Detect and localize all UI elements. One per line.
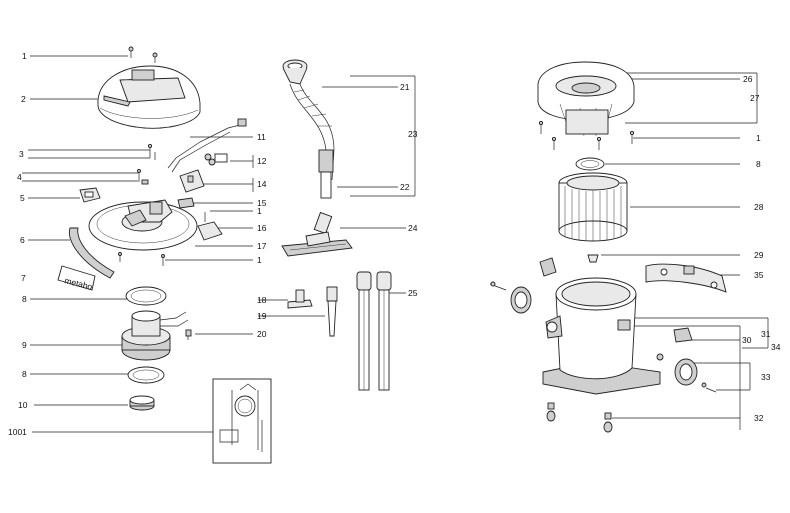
seal-ring-part-8-right	[575, 157, 605, 171]
callout-25: 25	[408, 288, 418, 298]
callout-22: 22	[400, 182, 410, 192]
screw-part-3	[147, 143, 156, 160]
switch-housing-part-14	[179, 169, 205, 193]
callout-1001: 1001	[8, 427, 27, 437]
holder-part-16	[197, 212, 223, 241]
callout-8: 8	[22, 294, 27, 304]
callout-6: 6	[20, 235, 25, 245]
bracket-part-5	[79, 187, 101, 203]
callout-35: 35	[754, 270, 764, 280]
callout-20: 20	[257, 329, 267, 339]
callout-lines-right	[601, 72, 769, 430]
latch-part-35-clip	[539, 257, 557, 277]
callout-14: 14	[257, 179, 267, 189]
wheel-part-33	[674, 358, 717, 393]
plate-part-15	[177, 197, 195, 209]
crevice-tool-part-19	[326, 286, 338, 337]
filter-pad-part-10	[129, 395, 155, 411]
motor-part-9	[121, 310, 189, 361]
nozzle-part-18	[287, 289, 313, 309]
suction-hose-part-21	[282, 59, 335, 181]
callout-1-low: 1	[257, 255, 262, 265]
callout-lines-left	[22, 55, 254, 433]
container-tank-part-31	[542, 277, 664, 395]
latch-part-30	[673, 327, 693, 343]
extension-tubes-part-25	[356, 271, 392, 391]
callout-lines-middle	[258, 75, 416, 317]
gasket-ring-part-8	[125, 286, 167, 306]
callout-8-lower: 8	[22, 369, 27, 379]
callout-1-mid: 1	[257, 206, 262, 216]
float-valve-part-29	[587, 254, 599, 263]
container-head-part-26	[537, 61, 635, 137]
callout-18: 18	[257, 295, 267, 305]
callout-19: 19	[257, 311, 267, 321]
wiring-diagram-part-1001	[212, 378, 272, 464]
callout-16: 16	[257, 223, 267, 233]
callout-3: 3	[19, 149, 24, 159]
callout-29: 29	[754, 250, 764, 260]
callout-17: 17	[257, 241, 267, 251]
callout-32: 32	[754, 413, 764, 423]
callout-7: 7	[21, 273, 26, 283]
filter-cartridge-part-28	[558, 172, 628, 242]
callout-27: 27	[750, 93, 760, 103]
floor-nozzle-part-24	[281, 211, 353, 257]
callout-28: 28	[754, 202, 764, 212]
label-plate-part-7: metabo	[57, 265, 96, 292]
cable-part-11	[167, 118, 247, 173]
switch-part-12	[204, 153, 228, 166]
caster-part-32	[546, 402, 613, 433]
screw-part-1	[128, 46, 158, 63]
callout-8-right: 8	[756, 159, 761, 169]
callout-34: 34	[771, 342, 781, 352]
motor-plate-part-17	[88, 199, 198, 251]
callout-31: 31	[761, 329, 771, 339]
clamp-ring-part-35	[645, 263, 727, 293]
gasket-ring-part-8-lower	[127, 366, 165, 384]
screw-part-1-head	[538, 120, 635, 150]
hose-cuff-part-22	[318, 149, 334, 199]
callout-21: 21	[400, 82, 410, 92]
clip-part-4	[137, 169, 149, 185]
callout-15: 15	[257, 198, 267, 208]
callout-9: 9	[22, 340, 27, 350]
callout-24: 24	[408, 223, 418, 233]
callout-30: 30	[742, 335, 752, 345]
callout-4: 4	[17, 172, 22, 182]
brush-part-20	[185, 329, 192, 340]
callout-33: 33	[761, 372, 771, 382]
callout-11: 11	[257, 132, 266, 142]
callout-2: 2	[21, 94, 26, 104]
callout-10: 10	[18, 400, 28, 410]
callout-23: 23	[408, 129, 418, 139]
callout-labels: 1 2 3 4 5 6 7 8 9 8 10 1001 11 12 14 15 …	[8, 51, 781, 437]
seal-ring-part-6	[68, 227, 115, 279]
wheel-left	[489, 281, 532, 314]
callout-12: 12	[257, 156, 267, 166]
callout-5: 5	[20, 193, 25, 203]
callout-1: 1	[22, 51, 27, 61]
motor-cover-part-2	[97, 65, 201, 129]
callout-26: 26	[743, 74, 753, 84]
callout-1-right: 1	[756, 133, 761, 143]
screw-part-1-lower	[118, 252, 165, 266]
